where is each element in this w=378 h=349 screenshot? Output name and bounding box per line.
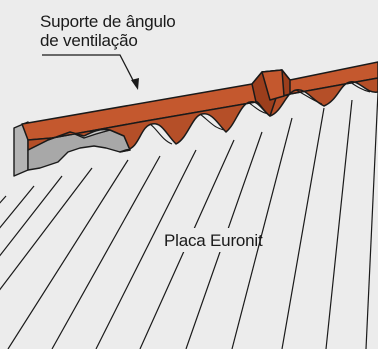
ridge-cap-shading <box>149 81 371 145</box>
ventilation-support-label-line2: de ventilação <box>40 31 138 50</box>
corrugated-sheet <box>0 91 378 349</box>
leader-arrow <box>131 78 139 90</box>
euronit-sheet-label: Placa Euronit <box>164 231 263 250</box>
ventilation-support-label-line1: Suporte de ângulo <box>40 12 176 31</box>
leader-line <box>42 54 137 87</box>
ridge-cap <box>21 61 378 153</box>
ventilation-support-label: Suporte de ângulo de ventilação <box>40 12 176 50</box>
label-backdrop <box>158 228 252 252</box>
